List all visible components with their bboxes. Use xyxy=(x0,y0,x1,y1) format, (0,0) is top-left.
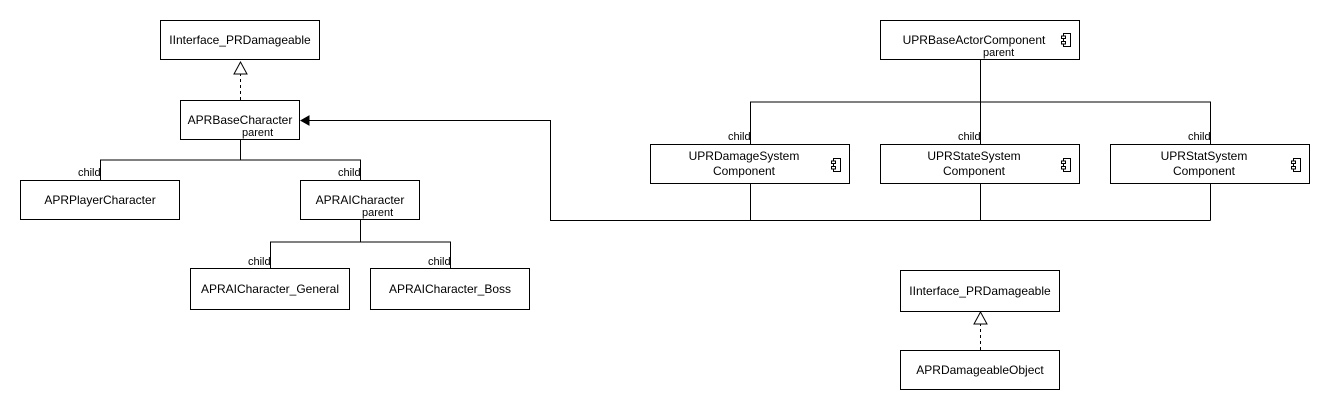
realization-arrowhead-bottom xyxy=(973,310,988,325)
node-apraicharacter-general[interactable]: APRAICharacter_General xyxy=(190,268,350,310)
node-uprstatesystemcomponent[interactable]: UPRStateSystem Component xyxy=(880,144,1080,184)
node-aprdamageableobject[interactable]: APRDamageableObject xyxy=(900,350,1060,390)
edge-ai-to-general xyxy=(270,220,361,268)
node-aprbasecharacter[interactable]: APRBaseCharacter xyxy=(180,100,300,140)
node-label: UPRStatSystem Component xyxy=(1160,149,1248,178)
child-label-boss: child xyxy=(428,256,451,268)
node-apraicharacter[interactable]: APRAICharacter xyxy=(300,180,420,220)
node-iinterface-prdamageable-bottom[interactable]: IInterface_PRDamageable xyxy=(900,270,1060,312)
component-icon xyxy=(1291,158,1301,172)
association-arrowhead xyxy=(299,115,310,126)
node-uprdamagesystemcomponent[interactable]: UPRDamageSystem Component xyxy=(650,144,850,184)
node-label: IInterface_PRDamageable xyxy=(169,32,311,47)
realization-arrowhead-top xyxy=(233,60,248,75)
component-icon xyxy=(831,158,841,172)
node-label: APRAICharacter_Boss xyxy=(388,281,512,296)
node-label: IInterface_PRDamageable xyxy=(909,283,1051,298)
child-label-damage: child xyxy=(728,131,751,143)
child-label-player: child xyxy=(78,167,101,179)
child-label-ai: child xyxy=(338,167,361,179)
node-label: APRAICharacter xyxy=(315,192,405,207)
parent-label-base: parent xyxy=(242,127,274,139)
node-iinterface-prdamageable-top[interactable]: IInterface_PRDamageable xyxy=(160,20,320,60)
component-icon xyxy=(1061,158,1071,172)
node-label: APRBaseCharacter xyxy=(187,112,293,127)
edge-actor-to-damage xyxy=(750,60,981,144)
node-apraicharacter-boss[interactable]: APRAICharacter_Boss xyxy=(370,268,530,310)
node-uprbaseactorcomponent[interactable]: UPRBaseActorComponent xyxy=(880,20,1080,60)
node-uprstatsystemcomponent[interactable]: UPRStatSystem Component xyxy=(1110,144,1310,184)
child-label-general: child xyxy=(248,256,271,268)
edge-ai-to-boss xyxy=(360,241,451,268)
node-label: APRDamageableObject xyxy=(916,362,1044,377)
edge-base-to-player xyxy=(100,140,241,180)
node-label: APRPlayerCharacter xyxy=(44,192,156,207)
child-label-stat: child xyxy=(1188,131,1211,143)
parent-label-ai: parent xyxy=(362,207,394,219)
node-label: UPRBaseActorComponent xyxy=(902,32,1046,47)
bus-to-base xyxy=(309,120,1211,221)
edge-base-to-ai xyxy=(240,159,361,180)
node-label: UPRStateSystem Component xyxy=(927,149,1021,178)
node-aprplayercharacter[interactable]: APRPlayerCharacter xyxy=(20,180,180,220)
parent-label-actor: parent xyxy=(983,47,1015,59)
child-label-state: child xyxy=(958,131,981,143)
node-label: UPRDamageSystem Component xyxy=(688,149,800,178)
edge-actor-to-stat xyxy=(980,101,1211,144)
component-icon xyxy=(1061,33,1071,47)
node-label: APRAICharacter_General xyxy=(200,281,340,296)
